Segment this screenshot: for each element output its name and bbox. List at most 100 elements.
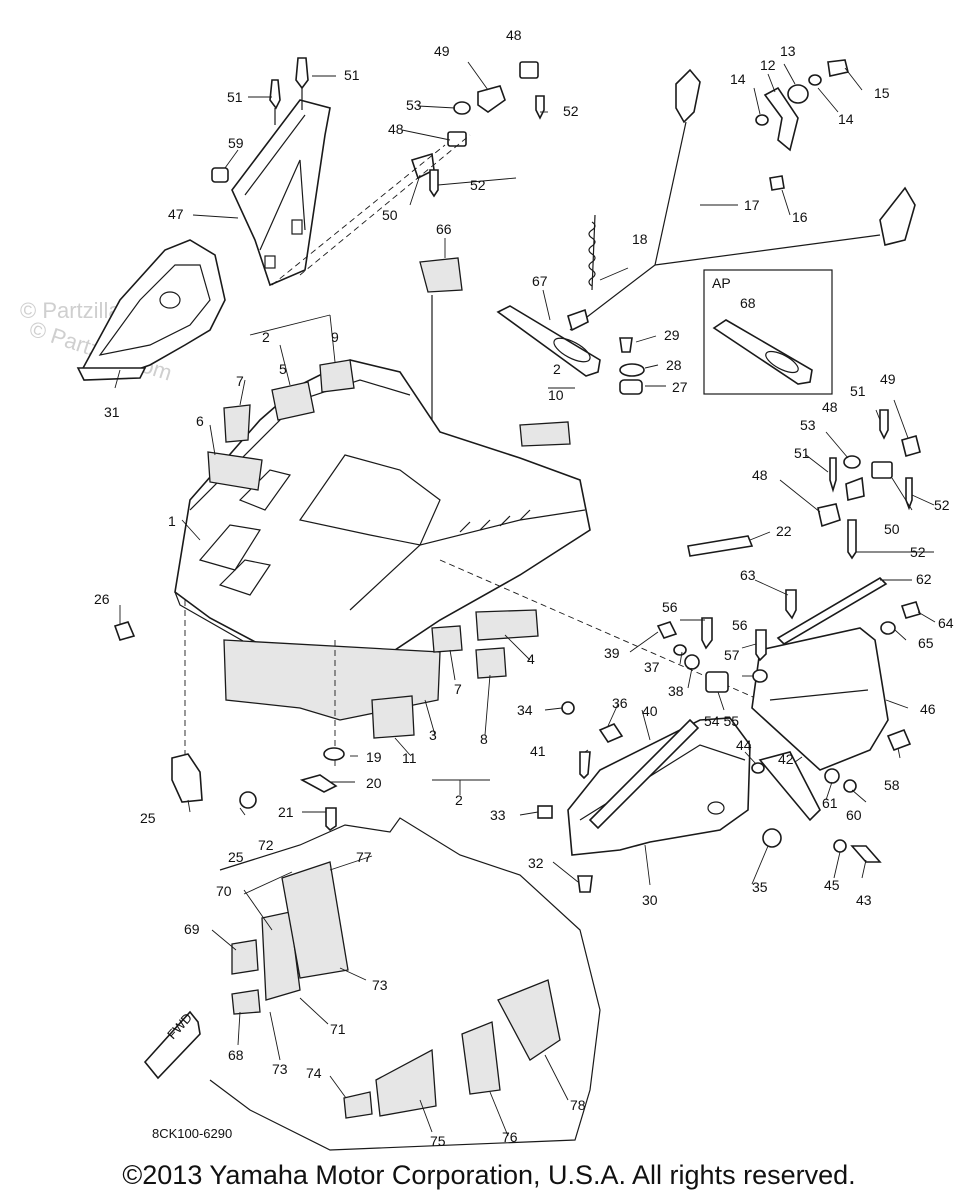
callout-30: 30 (642, 892, 658, 908)
fastener-51-b (295, 57, 309, 110)
pad-75 (375, 1048, 437, 1117)
grommet-38 (684, 654, 700, 670)
fastener-63 (785, 589, 797, 620)
bracket-31 (76, 239, 226, 381)
pad-77 (281, 861, 349, 979)
callout-3: 3 (429, 727, 437, 743)
callout-38: 38 (668, 683, 684, 699)
screw-43 (850, 845, 882, 863)
callout-33: 33 (490, 807, 506, 823)
callout-2: 2 (553, 361, 561, 377)
callout-76: 76 (502, 1129, 518, 1145)
rail-40 (588, 718, 700, 830)
callout-20: 20 (366, 775, 382, 791)
forward-arrow: FWD (143, 1010, 201, 1080)
fastener-41 (579, 751, 591, 780)
cable-assembly-17 (567, 68, 916, 332)
callout-66: 66 (436, 221, 452, 237)
callout-73: 73 (372, 977, 388, 993)
fastener-29 (619, 337, 633, 353)
bolt-16 (769, 175, 785, 191)
washer-14-a (755, 114, 769, 126)
hull (209, 817, 601, 1151)
callout-49: 49 (880, 371, 896, 387)
callout-51: 51 (850, 383, 866, 399)
callout-18: 18 (632, 231, 648, 247)
washer-60 (843, 779, 857, 793)
callout-16: 16 (792, 209, 808, 225)
callout-21: 21 (278, 804, 294, 820)
bracket-42 (758, 751, 821, 822)
callout-1: 1 (168, 513, 176, 529)
washer-65 (880, 621, 896, 635)
lever-12 (763, 86, 799, 152)
callout-7: 7 (236, 373, 244, 389)
callout-27: 27 (672, 379, 688, 395)
ap-box: AP (703, 269, 833, 395)
callout-31: 31 (104, 404, 120, 420)
callout-56: 56 (732, 617, 748, 633)
pad-5 (271, 381, 315, 421)
callout-51: 51 (227, 89, 243, 105)
washer-57 (752, 669, 768, 683)
latch-parts-upper (271, 61, 545, 286)
pad-78 (497, 979, 561, 1061)
callout-28: 28 (666, 357, 682, 373)
callout-62: 62 (916, 571, 932, 587)
callout-48: 48 (752, 467, 768, 483)
callout-2: 2 (262, 329, 270, 345)
callout-6: 6 (196, 413, 204, 429)
callout-26: 26 (94, 591, 110, 607)
callout-10: 10 (548, 387, 564, 403)
callout-52: 52 (934, 497, 950, 513)
drawing-code: 8CK100-6290 (152, 1126, 232, 1141)
knob-39 (656, 621, 678, 639)
callouts: 51 51 59 47 31 49 48 53 48 52 50 52 66 6… (94, 27, 954, 1149)
callout-46: 46 (920, 701, 936, 717)
pad-74 (343, 1091, 373, 1119)
callout-22: 22 (776, 523, 792, 539)
callout-72: 72 (258, 837, 274, 853)
bolt-26 (113, 621, 136, 641)
callout-5: 5 (279, 361, 287, 377)
bolt-64 (900, 601, 922, 619)
callout-40: 40 (642, 703, 658, 719)
latch-parts-right (817, 409, 921, 560)
rail-62 (776, 576, 888, 646)
callout-59: 59 (228, 135, 244, 151)
callout-69: 69 (184, 921, 200, 937)
callout-14: 14 (730, 71, 746, 87)
washer-45 (833, 839, 847, 853)
bolt-36 (598, 723, 624, 743)
callout-11: 11 (402, 750, 417, 766)
callout-77: 77 (356, 849, 372, 865)
washer-14-b (808, 74, 822, 86)
callout-32: 32 (528, 855, 544, 871)
callout-50: 50 (884, 521, 900, 537)
screw-34 (561, 701, 575, 715)
callout-75: 75 (430, 1133, 446, 1149)
pad-4 (475, 609, 539, 641)
callout-23-24: 25 (140, 810, 156, 826)
callout-51: 51 (794, 445, 810, 461)
copyright-notice: ©2013 Yamaha Motor Corporation, U.S.A. A… (122, 1160, 856, 1190)
cable-20 (299, 774, 338, 793)
callout-52: 52 (563, 103, 579, 119)
pad-10 (519, 421, 571, 447)
callout-61: 61 (822, 795, 838, 811)
washer-44 (751, 762, 765, 774)
callout-51: 51 (344, 67, 360, 83)
bushing-13 (787, 84, 809, 104)
callout-9: 9 (331, 329, 339, 345)
callout-54-55: 54 55 (704, 713, 739, 729)
pad-9 (319, 359, 355, 393)
pad-7b (431, 625, 463, 653)
callout-48: 48 (822, 399, 838, 415)
strip-22 (687, 535, 754, 557)
callout-34: 34 (517, 702, 533, 718)
pad-76 (461, 1021, 501, 1095)
callout-60: 60 (846, 807, 862, 823)
hinge-54-55 (705, 671, 729, 693)
callout-29: 29 (664, 327, 680, 343)
